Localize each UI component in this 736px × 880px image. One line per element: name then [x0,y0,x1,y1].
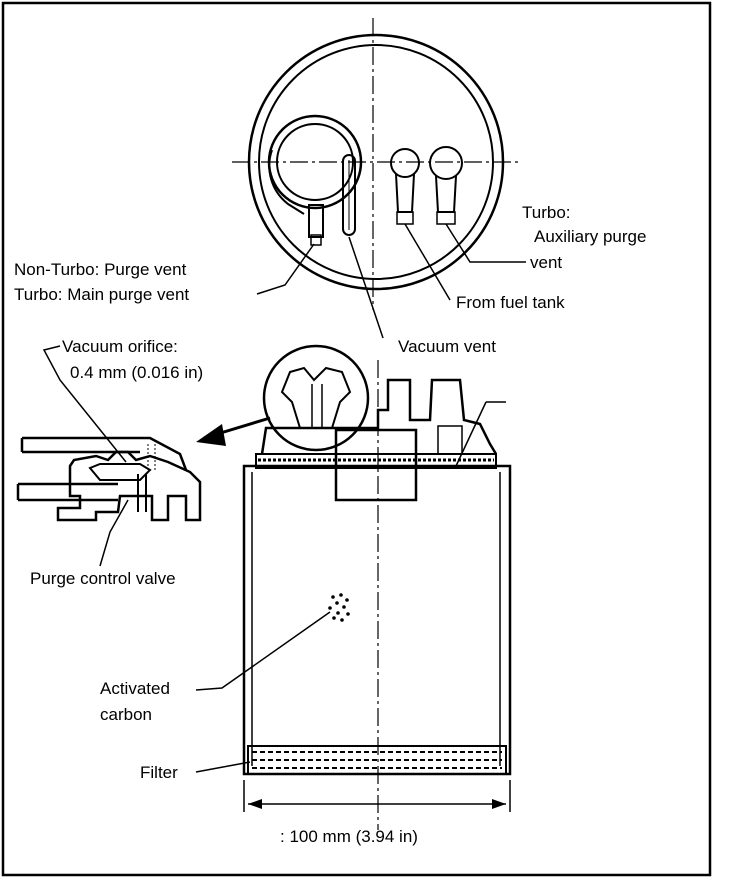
purge-valve-detail [16,345,271,567]
figure-frame [1,1,712,877]
label-from-fuel-tank: From fuel tank [456,293,565,312]
label-purge-control-valve: Purge control valve [30,569,176,588]
label-turbo-aux-3: vent [530,253,562,272]
label-non-turbo-purge-vent: Non-Turbo: Purge vent [14,260,187,279]
activated-carbon-leader [195,611,331,691]
label-turbo-aux-1: Turbo: [522,203,571,222]
label-turbo-main-purge-vent: Turbo: Main purge vent [14,285,189,304]
canister-top-view [232,18,520,310]
canister-side-view [242,344,512,830]
label-vacuum-orifice-1: Vacuum orifice: [62,337,178,356]
label-vacuum-vent: Vacuum vent [398,337,496,356]
label-vacuum-orifice-2: 0.4 mm (0.016 in) [70,363,203,382]
label-turbo-aux-2: Auxiliary purge [534,227,646,246]
label-dimension: : 100 mm (3.94 in) [280,827,418,846]
carbon-granules [328,593,350,622]
top-view-leaders [256,223,526,339]
label-activated-carbon-2: carbon [100,705,152,724]
label-filter: Filter [140,763,178,782]
label-activated-carbon-1: Activated [100,679,170,698]
filter-leader [195,761,251,773]
